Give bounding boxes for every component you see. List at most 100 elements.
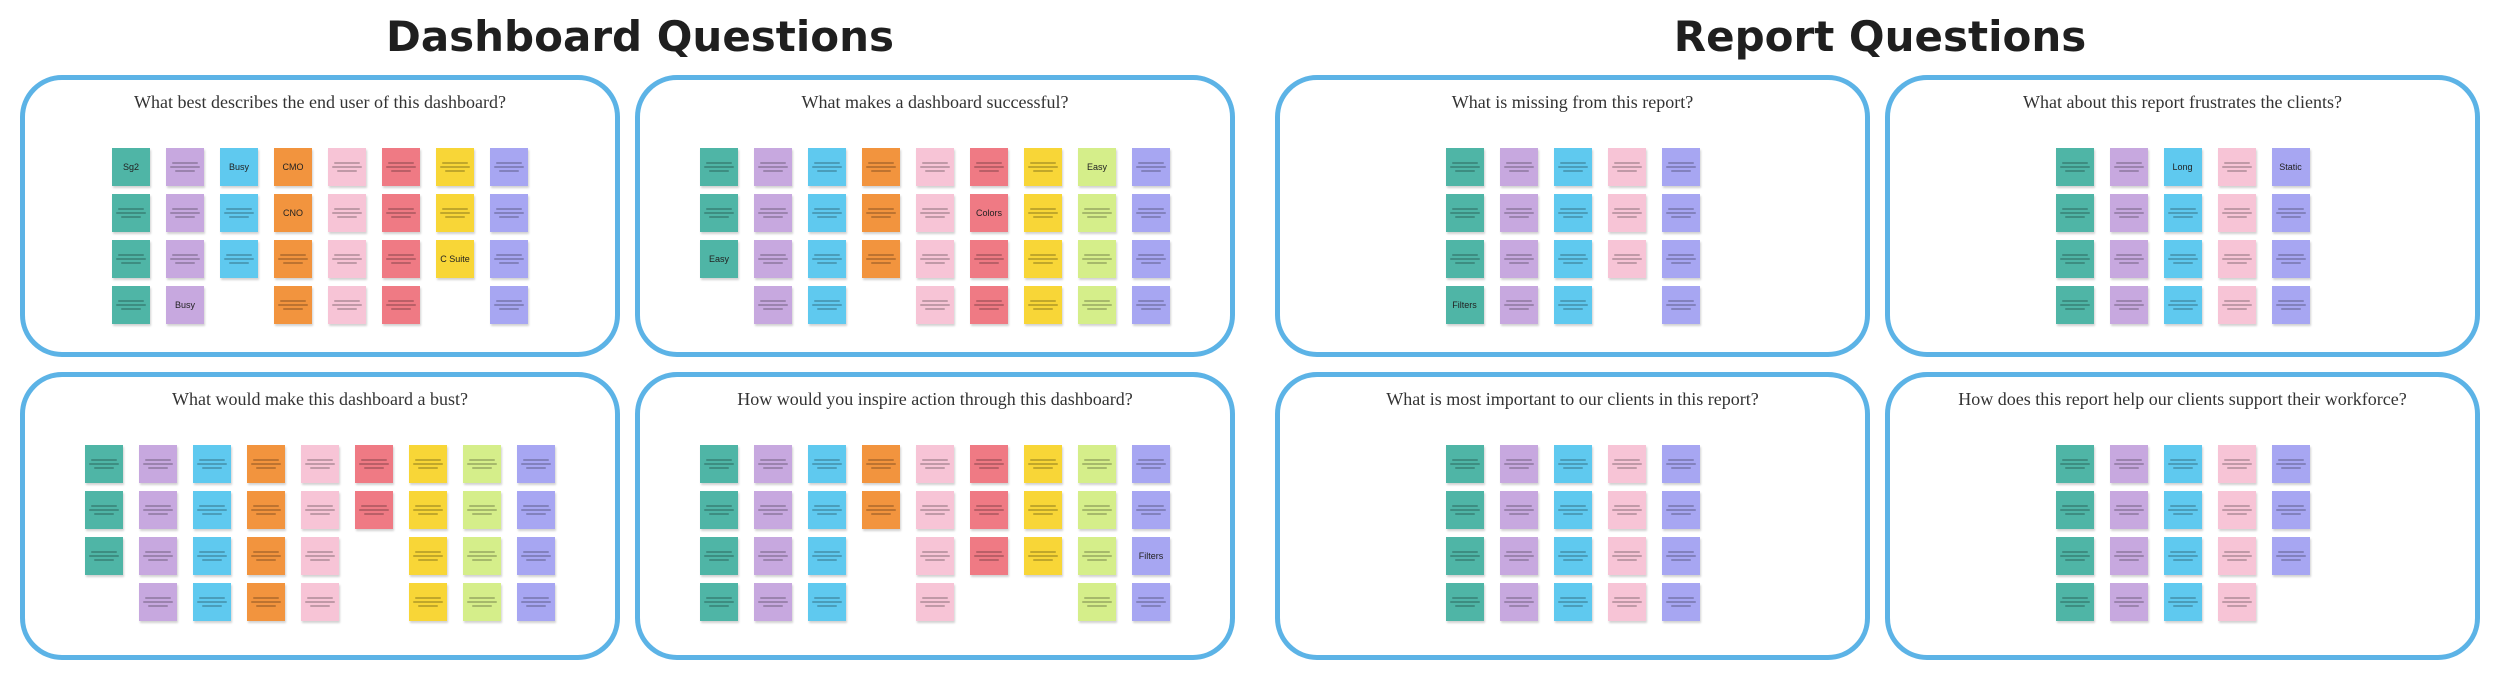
sticky-note[interactable]	[2163, 194, 2202, 232]
sticky-note[interactable]	[1607, 491, 1646, 529]
sticky-note[interactable]	[1553, 537, 1592, 575]
sticky-note[interactable]	[139, 537, 177, 575]
sticky-note[interactable]	[166, 194, 204, 232]
sticky-note[interactable]	[517, 583, 555, 621]
sticky-note[interactable]	[247, 445, 285, 483]
sticky-note[interactable]	[85, 445, 123, 483]
sticky-note[interactable]	[193, 445, 231, 483]
sticky-note[interactable]	[301, 491, 339, 529]
sticky-note[interactable]	[862, 148, 900, 186]
sticky-note[interactable]	[2055, 148, 2094, 186]
sticky-note[interactable]	[2271, 240, 2310, 278]
sticky-note[interactable]	[916, 491, 954, 529]
sticky-note[interactable]	[1661, 148, 1700, 186]
sticky-note[interactable]	[139, 491, 177, 529]
sticky-note[interactable]	[463, 537, 501, 575]
sticky-note[interactable]	[970, 445, 1008, 483]
sticky-note[interactable]	[2109, 240, 2148, 278]
board-report-frustrations[interactable]: What about this report frustrates the cl…	[1885, 75, 2480, 357]
sticky-note[interactable]	[2217, 148, 2256, 186]
sticky-note[interactable]	[1024, 240, 1062, 278]
sticky-note[interactable]	[1499, 445, 1538, 483]
sticky-note[interactable]	[808, 537, 846, 575]
sticky-note[interactable]	[166, 148, 204, 186]
sticky-note[interactable]	[85, 537, 123, 575]
board-report-missing[interactable]: What is missing from this report? Filter…	[1275, 75, 1870, 357]
sticky-note[interactable]	[1499, 148, 1538, 186]
sticky-note[interactable]	[1499, 240, 1538, 278]
sticky-note[interactable]	[808, 445, 846, 483]
sticky-note[interactable]	[970, 148, 1008, 186]
sticky-note[interactable]	[2163, 491, 2202, 529]
sticky-note[interactable]	[754, 445, 792, 483]
sticky-note[interactable]	[1661, 445, 1700, 483]
board-end-user[interactable]: What best describes the end user of this…	[20, 75, 620, 357]
sticky-note[interactable]	[517, 537, 555, 575]
sticky-note[interactable]	[1132, 240, 1170, 278]
sticky-note[interactable]	[1132, 445, 1170, 483]
sticky-note[interactable]: CNO	[274, 194, 312, 232]
sticky-note[interactable]	[1078, 445, 1116, 483]
sticky-note[interactable]	[2109, 583, 2148, 621]
sticky-note[interactable]	[2271, 286, 2310, 324]
sticky-note[interactable]	[247, 583, 285, 621]
sticky-note[interactable]	[1078, 286, 1116, 324]
sticky-note[interactable]	[2109, 445, 2148, 483]
sticky-note[interactable]	[970, 537, 1008, 575]
sticky-note[interactable]	[2163, 445, 2202, 483]
sticky-note[interactable]	[1661, 194, 1700, 232]
sticky-note[interactable]	[382, 286, 420, 324]
sticky-note[interactable]	[1661, 286, 1700, 324]
sticky-note[interactable]	[463, 583, 501, 621]
sticky-note[interactable]	[916, 194, 954, 232]
sticky-note[interactable]	[1132, 148, 1170, 186]
sticky-note[interactable]: Filters	[1132, 537, 1170, 575]
sticky-note[interactable]	[916, 148, 954, 186]
sticky-note[interactable]	[754, 148, 792, 186]
sticky-note[interactable]	[1078, 240, 1116, 278]
sticky-note[interactable]	[1445, 583, 1484, 621]
sticky-note[interactable]	[1553, 445, 1592, 483]
sticky-note[interactable]	[328, 286, 366, 324]
sticky-note[interactable]	[490, 148, 528, 186]
sticky-note[interactable]	[2055, 537, 2094, 575]
sticky-note[interactable]	[1024, 194, 1062, 232]
sticky-note[interactable]	[382, 240, 420, 278]
sticky-note[interactable]	[970, 491, 1008, 529]
sticky-note[interactable]	[355, 445, 393, 483]
board-dashboard-bust[interactable]: What would make this dashboard a bust?	[20, 372, 620, 660]
sticky-note[interactable]	[436, 148, 474, 186]
sticky-note[interactable]	[2271, 537, 2310, 575]
sticky-note[interactable]	[409, 445, 447, 483]
sticky-note[interactable]	[463, 445, 501, 483]
sticky-note[interactable]	[490, 286, 528, 324]
sticky-note[interactable]	[1661, 240, 1700, 278]
sticky-note[interactable]	[328, 240, 366, 278]
sticky-note[interactable]	[970, 240, 1008, 278]
sticky-note[interactable]	[436, 194, 474, 232]
sticky-note[interactable]	[301, 583, 339, 621]
sticky-note[interactable]	[382, 148, 420, 186]
sticky-note[interactable]	[301, 445, 339, 483]
sticky-note[interactable]	[2109, 491, 2148, 529]
sticky-note[interactable]	[916, 240, 954, 278]
sticky-note[interactable]	[220, 194, 258, 232]
sticky-note[interactable]	[2163, 286, 2202, 324]
sticky-note[interactable]	[1078, 194, 1116, 232]
sticky-note[interactable]	[409, 491, 447, 529]
sticky-note[interactable]	[1024, 537, 1062, 575]
sticky-note[interactable]	[193, 537, 231, 575]
sticky-note[interactable]	[1661, 537, 1700, 575]
sticky-note[interactable]	[1024, 286, 1062, 324]
sticky-note[interactable]	[1445, 194, 1484, 232]
sticky-note[interactable]	[220, 240, 258, 278]
sticky-note[interactable]	[754, 194, 792, 232]
sticky-note[interactable]	[1499, 537, 1538, 575]
sticky-note[interactable]	[247, 491, 285, 529]
sticky-note[interactable]	[862, 445, 900, 483]
sticky-note[interactable]	[808, 583, 846, 621]
sticky-note[interactable]	[112, 194, 150, 232]
sticky-note[interactable]	[409, 537, 447, 575]
sticky-note[interactable]	[1499, 286, 1538, 324]
